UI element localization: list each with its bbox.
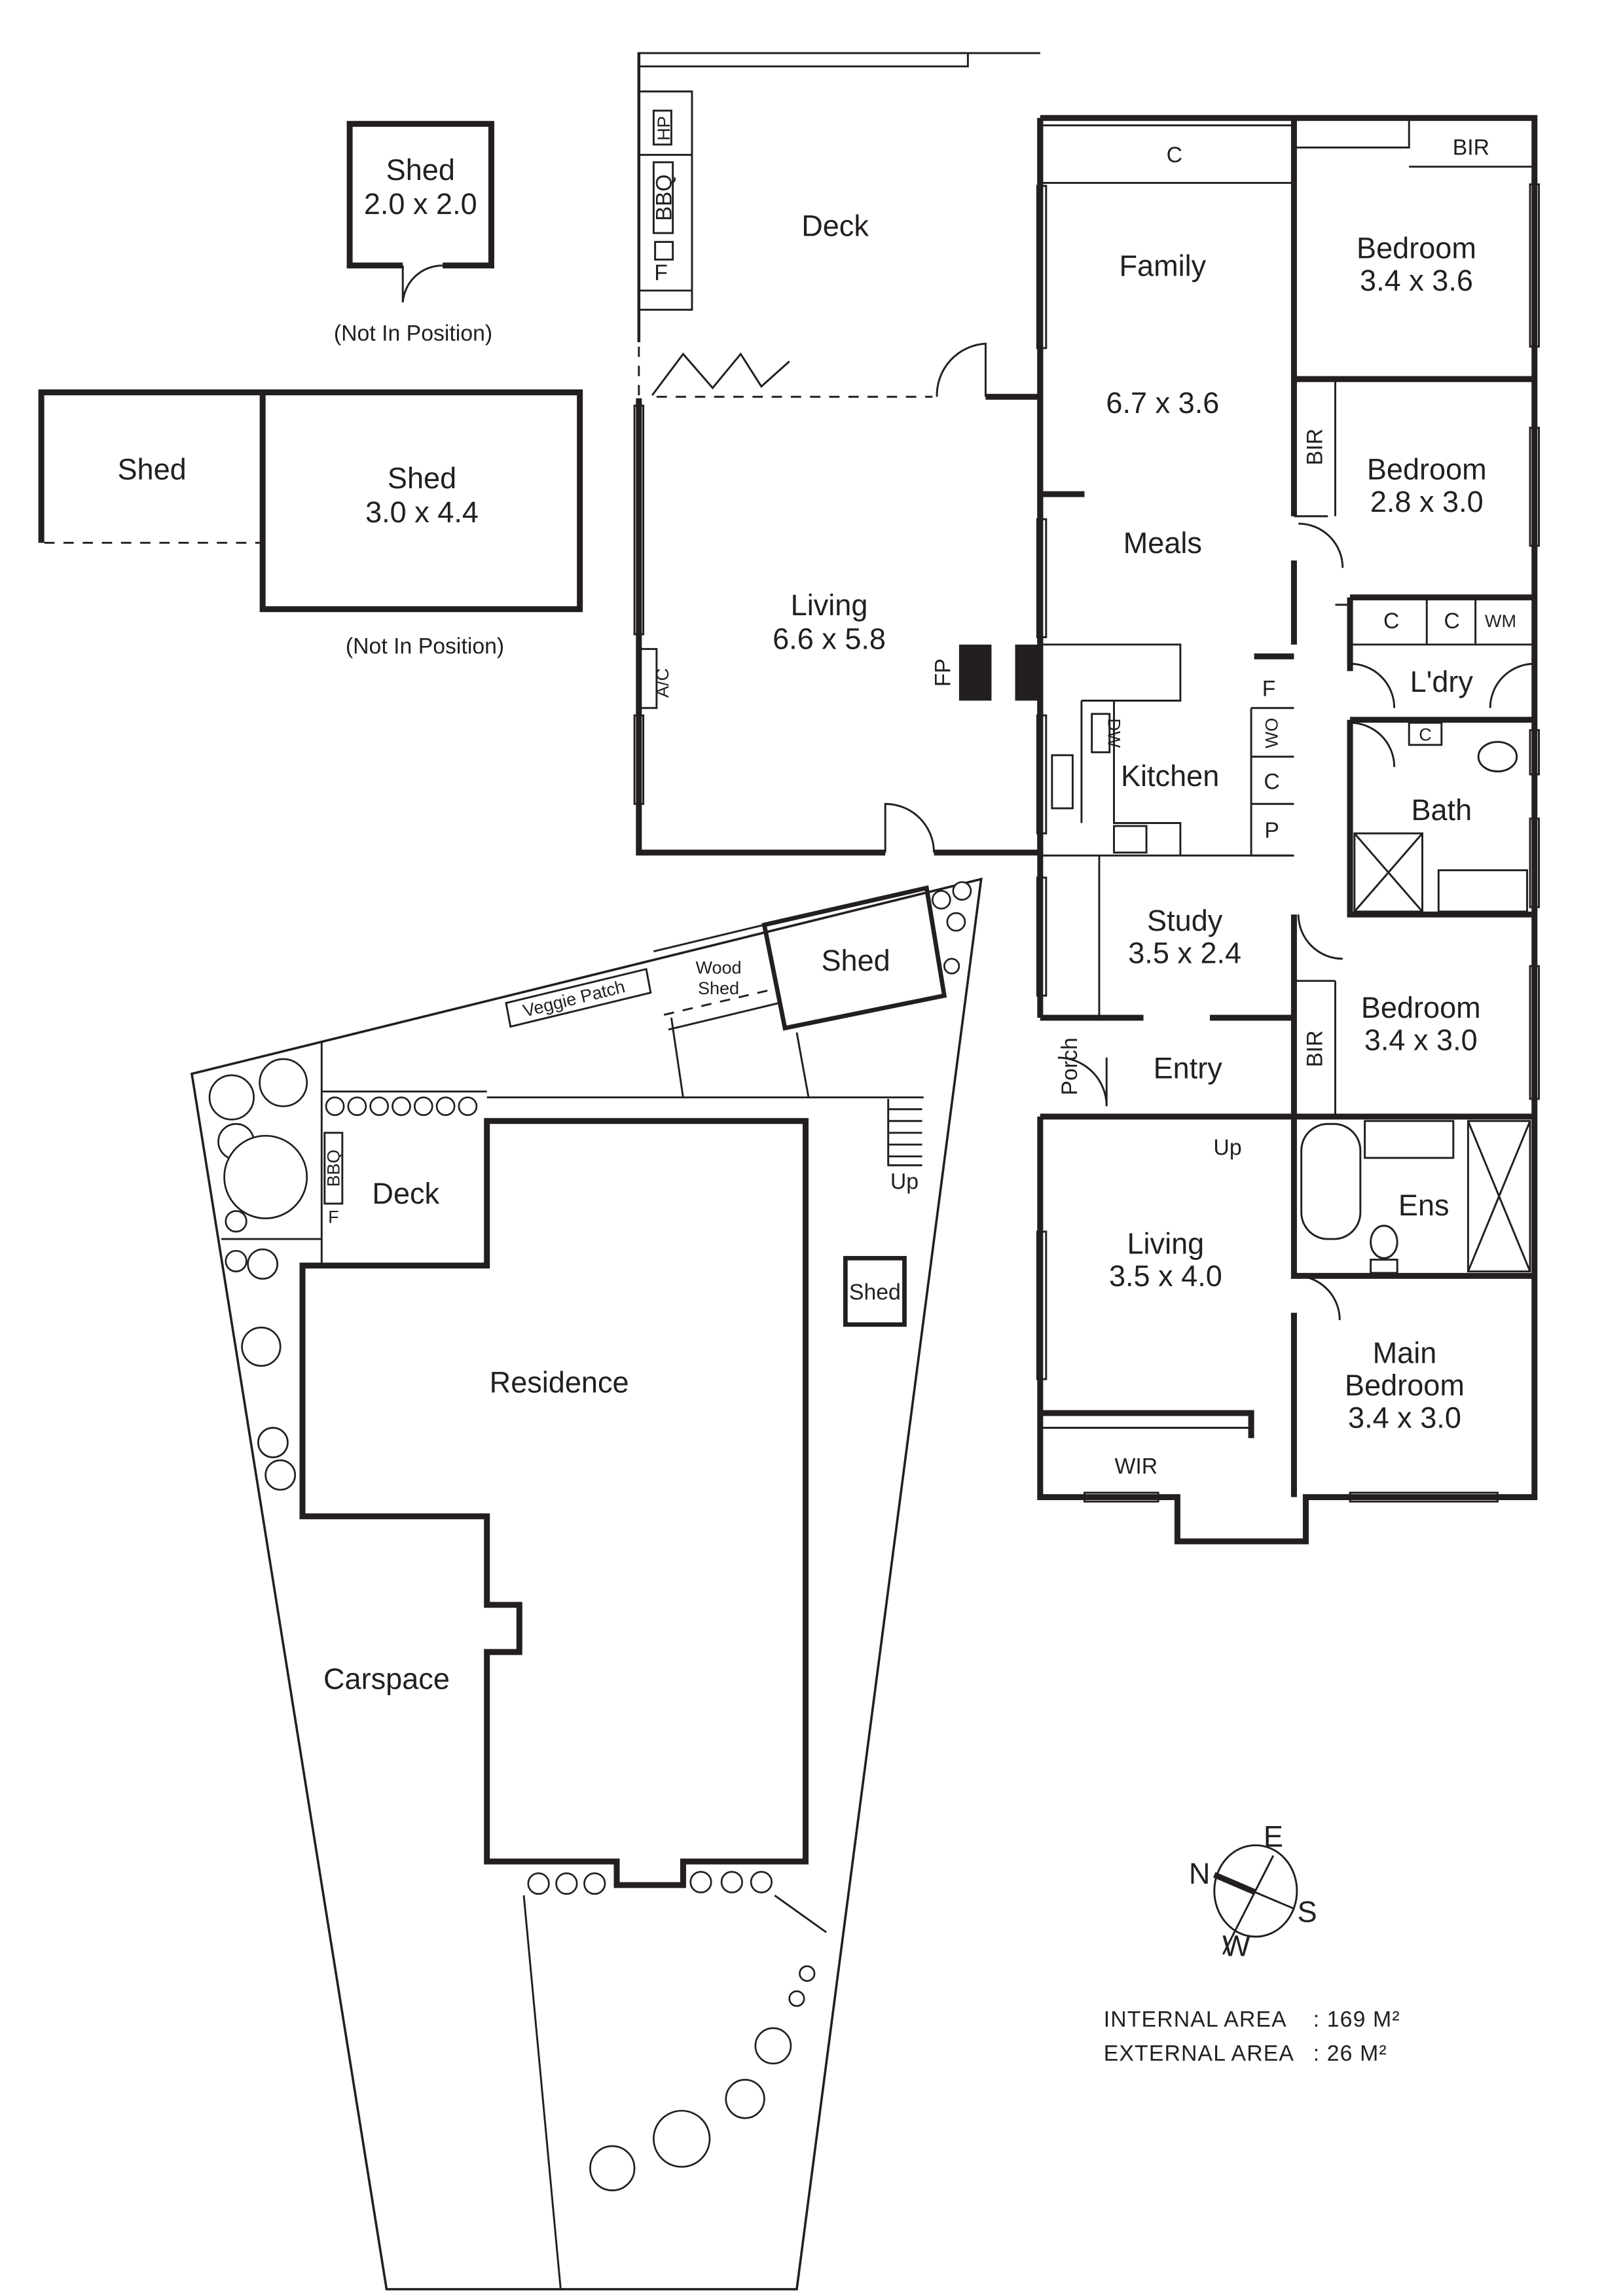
deck-fridge-label: F [654, 260, 668, 285]
family-size: 6.7 x 3.6 [1106, 386, 1219, 420]
wm-label: WM [1485, 611, 1516, 631]
dw-label: DW [1104, 719, 1123, 749]
fireplace-label: FP [930, 658, 955, 687]
shed-right-note: (Not In Position) [346, 634, 504, 658]
compass-e: E [1264, 1820, 1283, 1854]
living-size: 6.6 x 5.8 [773, 622, 886, 656]
bedroom1-size: 3.4 x 3.6 [1360, 264, 1473, 297]
compass-n: N [1189, 1857, 1211, 1890]
bedroom1-label: Bedroom [1357, 231, 1476, 264]
bir1-label: BIR [1453, 135, 1489, 160]
compass-w: W [1222, 1929, 1250, 1962]
main-bedroom-label-2: Bedroom [1345, 1369, 1465, 1402]
site-small-shed-label: Shed [849, 1280, 901, 1304]
deck-label: Deck [801, 209, 869, 243]
small-shed-size: 2.0 x 2.0 [364, 187, 477, 221]
laundry-c1-label: C [1383, 609, 1399, 634]
wir-label: WIR [1114, 1454, 1158, 1479]
trees [208, 881, 972, 2191]
carspace-label: Carspace [323, 1662, 450, 1695]
shed-pair: Shed Shed 3.0 x 4.4 (Not In Position) [38, 389, 583, 658]
meals-label: Meals [1123, 526, 1202, 560]
bir2-label: BIR [1302, 429, 1327, 465]
porch-label: Porch [1057, 1037, 1082, 1095]
site-deck-label: Deck [372, 1177, 439, 1210]
shed-left-label: Shed [118, 452, 187, 486]
bath-c-label: C [1419, 725, 1432, 744]
small-shed-note: (Not In Position) [334, 321, 492, 346]
shed-right-size: 3.0 x 4.4 [365, 495, 479, 529]
entry-up-label: Up [1213, 1136, 1241, 1160]
site-up-label: Up [890, 1169, 919, 1194]
site-shed-label: Shed [821, 944, 890, 977]
veggie-patch-label: Veggie Patch [521, 977, 627, 1021]
area-summary: INTERNAL AREA : 169 M² EXTERNAL AREA : 2… [1104, 2007, 1400, 2066]
laundry-label: L'dry [1410, 665, 1474, 698]
laundry-c2-label: C [1444, 609, 1459, 634]
internal-area-value: : 169 M² [1313, 2007, 1400, 2032]
site-f-label: F [328, 1207, 339, 1227]
wood-shed-label-1: Wood [695, 958, 741, 977]
bbq-label: BBQ [651, 174, 676, 221]
living2-label: Living [1127, 1227, 1204, 1261]
small-shed-label: Shed [386, 153, 455, 187]
living-label: Living [791, 588, 868, 622]
living-room: A/C FP Living 6.6 x 5.8 [636, 398, 1044, 856]
compass-s: S [1298, 1895, 1317, 1928]
bedroom3-size: 3.4 x 3.0 [1364, 1024, 1478, 1057]
living2-size: 3.5 x 4.0 [1109, 1259, 1222, 1293]
residence-label: Residence [490, 1365, 629, 1399]
bath-label: Bath [1411, 793, 1472, 827]
wood-shed-label-2: Shed [698, 978, 739, 998]
deck-area: HP BBQ F Deck [637, 52, 1044, 400]
bedroom2-size: 2.8 x 3.0 [1370, 485, 1484, 518]
internal-area-label: INTERNAL AREA [1104, 2007, 1287, 2032]
main-bedroom-size: 3.4 x 3.0 [1348, 1401, 1461, 1435]
pantry-label: P [1264, 818, 1279, 843]
small-shed: Shed 2.0 x 2.0 (Not In Position) [334, 120, 494, 346]
family-label: Family [1120, 249, 1207, 282]
study-label: Study [1147, 904, 1223, 937]
kitchen-label: Kitchen [1121, 759, 1219, 793]
ensuite-label: Ens [1398, 1189, 1450, 1222]
bedroom3-label: Bedroom [1361, 991, 1481, 1024]
main-bedroom-label-1: Main [1373, 1336, 1437, 1369]
bedroom2-label: Bedroom [1367, 452, 1487, 486]
main-house: C Family 6.7 x 3.6 Meals Kitchen DW F WO… [633, 115, 1541, 1545]
kitchen-c-label: C [1264, 770, 1279, 795]
study-size: 3.5 x 2.4 [1128, 937, 1241, 970]
wo-label: WO [1262, 718, 1282, 749]
site-plan: Veggie Patch Wood Shed Shed Up Shed BBQ … [190, 877, 983, 2291]
external-area-value: : 26 M² [1313, 2041, 1387, 2066]
kitchen-f-label: F [1262, 677, 1276, 702]
ac-label: A/C [653, 668, 672, 698]
site-bbq-label: BBQ [323, 1149, 343, 1187]
shed-right-label: Shed [388, 461, 456, 495]
external-area-label: EXTERNAL AREA [1104, 2041, 1294, 2066]
bir3-label: BIR [1302, 1030, 1327, 1067]
compass: E N S W [1189, 1820, 1317, 1963]
entry-label: Entry [1154, 1051, 1223, 1085]
hp-label: HP [654, 116, 674, 141]
family-cupboard-label: C [1167, 143, 1182, 168]
